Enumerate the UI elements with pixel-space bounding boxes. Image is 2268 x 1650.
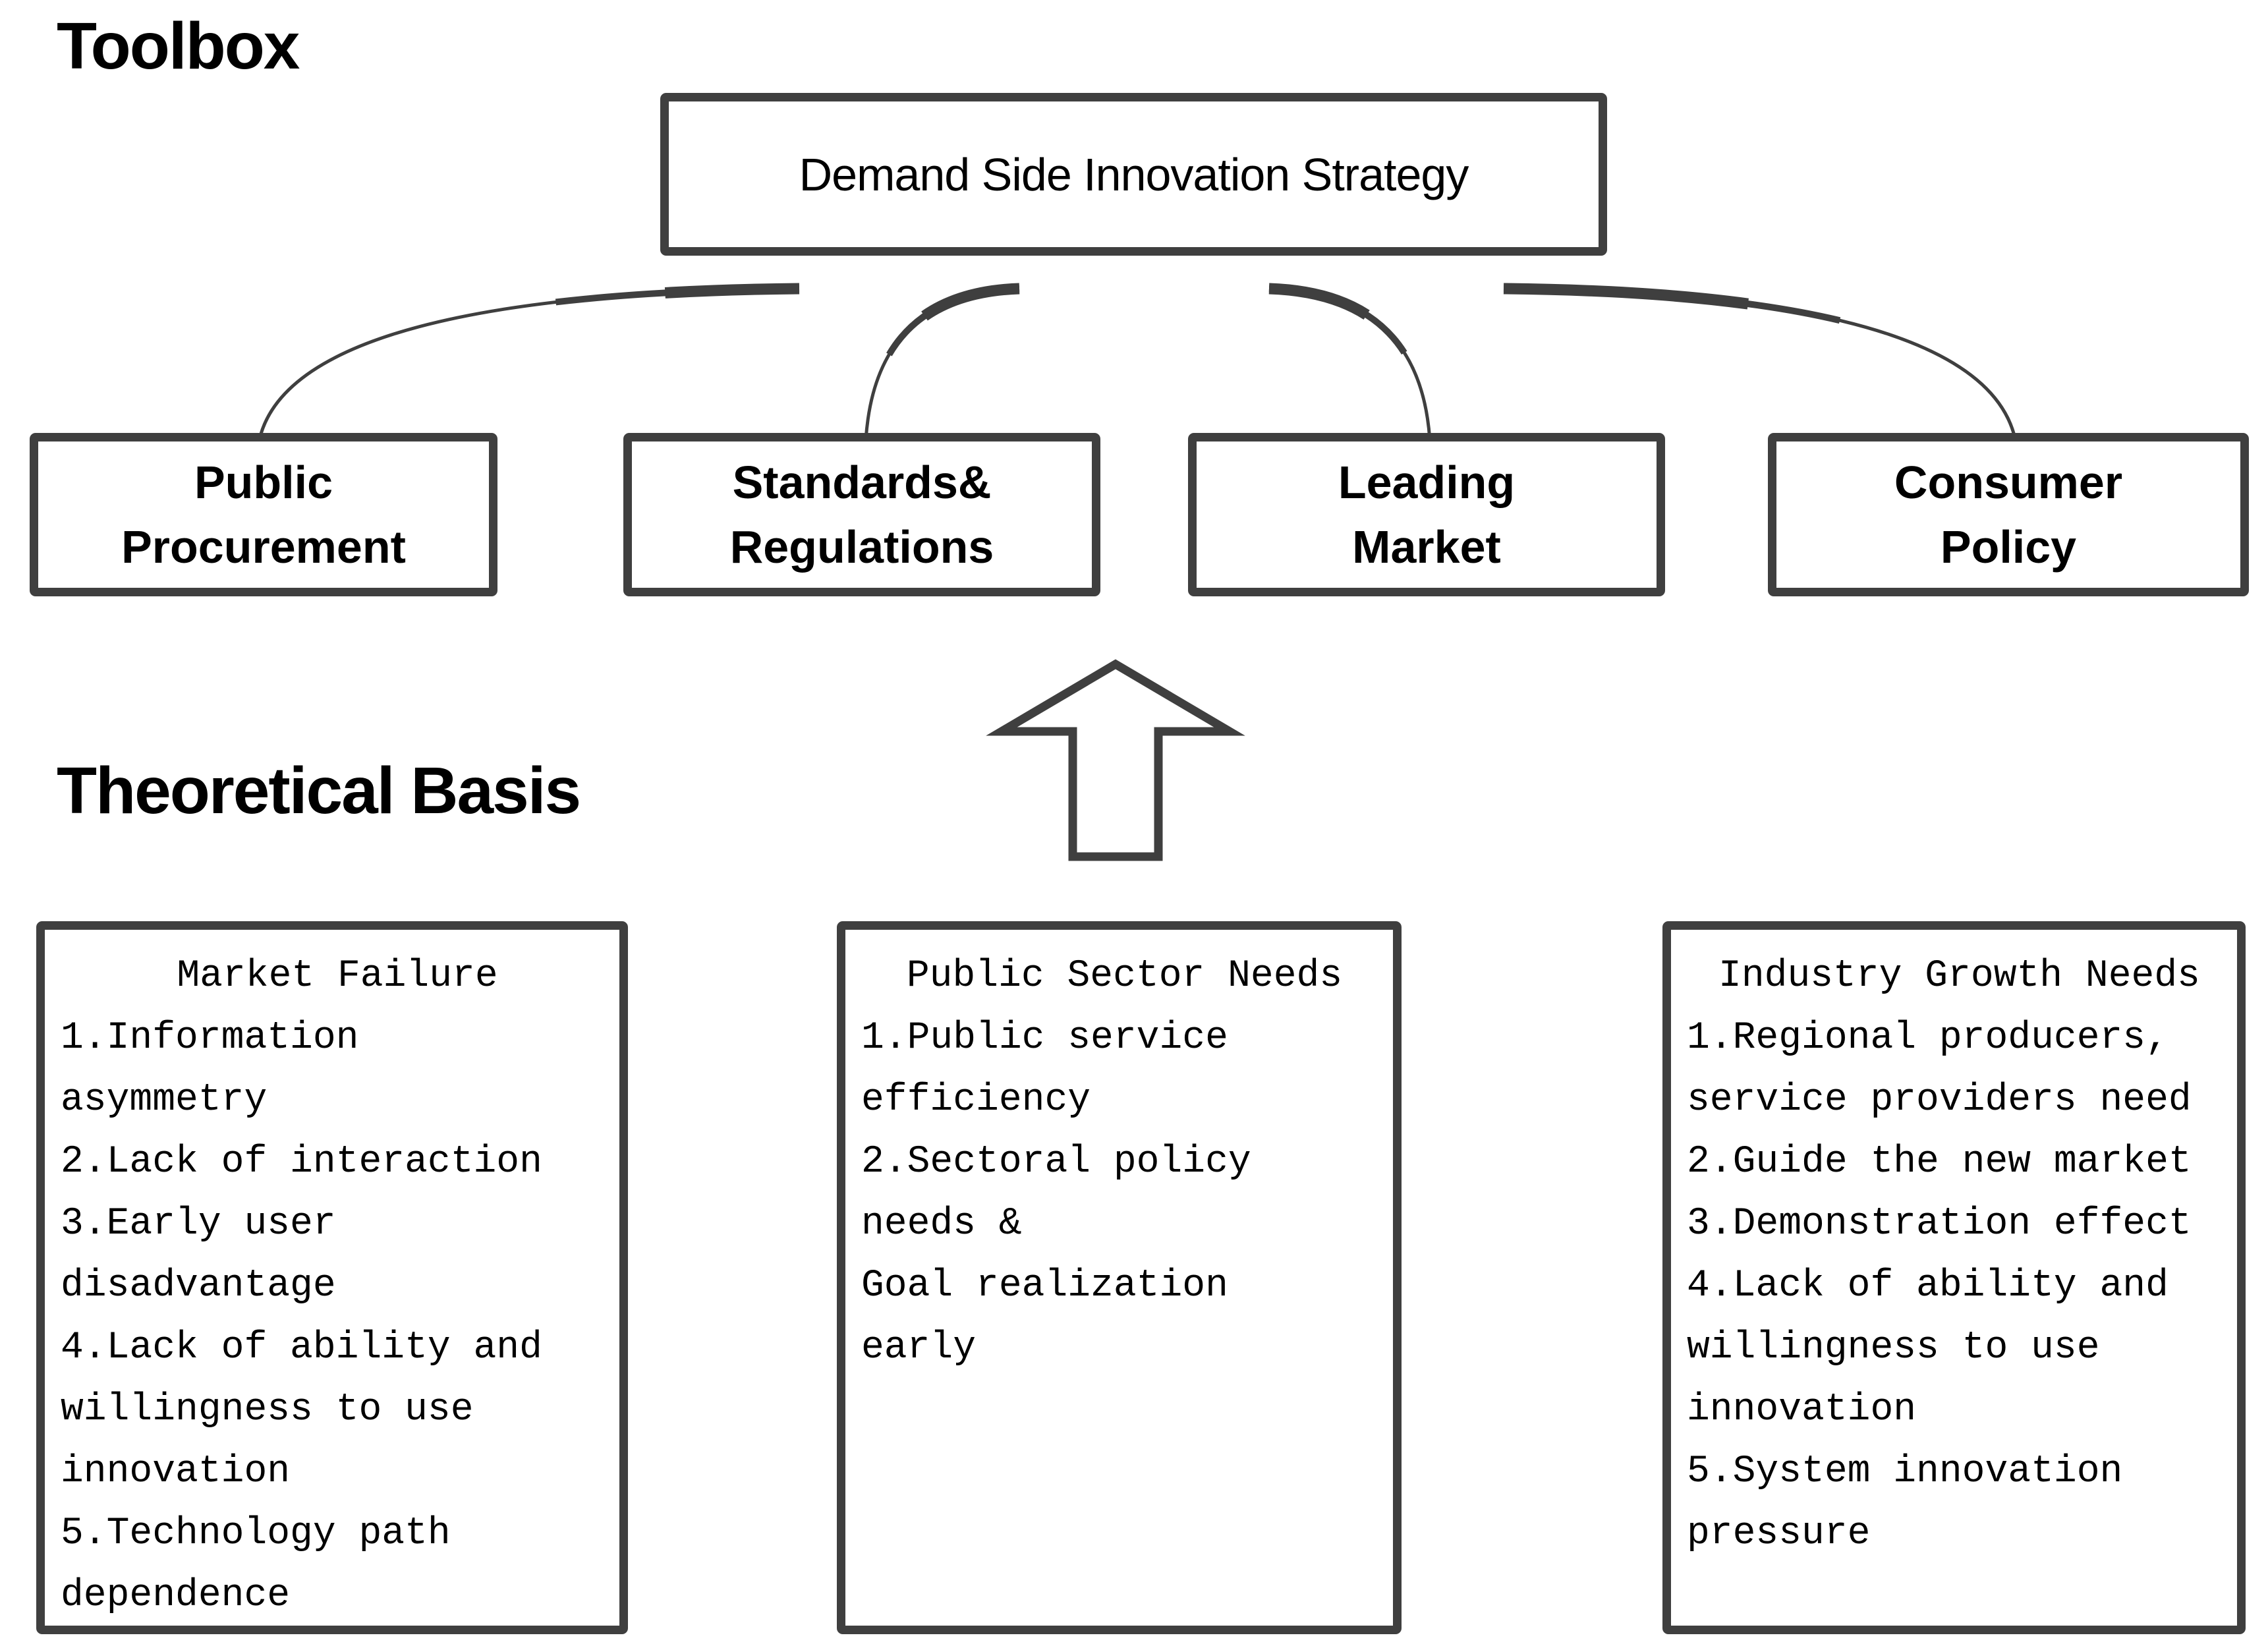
tool-box-leading-market: Leading Market [1188,433,1665,596]
tool-box-label: Leading Market [1338,457,1516,573]
theory-box-body: 1.Regional producers, service providers … [1687,1017,2192,1555]
theory-box-title: Market Failure [177,955,498,998]
theory-box-title: Public Sector Needs [906,955,1343,998]
demand-side-innovation-strategy-box: Demand Side Innovation Strategy [660,93,1607,256]
connector-public-procurement [251,283,800,462]
theoretical-section-title: Theoretical Basis [57,754,581,828]
theory-box-body: 1.Public service efficiency 2.Sectoral p… [861,1017,1251,1369]
up-arrow [986,659,1245,861]
theory-box-industry-growth-needs: Industry Growth Needs 1.Regional produce… [1662,921,2246,1634]
tool-box-consumer-policy: Consumer Policy [1768,433,2249,596]
tool-box-label: Standards& Regulations [729,457,994,573]
tool-box-label: Consumer Policy [1894,457,2123,573]
connector-leading-market [1268,283,1436,462]
strategy-box-label: Demand Side Innovation Strategy [799,148,1469,200]
tool-box-label: Public Procurement [121,457,406,573]
connector-standards-regulations [859,283,1020,462]
toolbox-section-title: Toolbox [57,9,300,83]
theory-box-title: Industry Growth Needs [1718,955,2200,998]
connector-consumer-policy [1503,283,2024,462]
theory-box-body: 1.Information asymmetry 2.Lack of intera… [61,1017,542,1617]
theory-box-public-sector-needs: Public Sector Needs 1.Public service eff… [837,921,1402,1634]
theory-box-market-failure: Market Failure 1.Information asymmetry 2… [36,921,628,1634]
tool-box-standards-regulations: Standards& Regulations [623,433,1100,596]
tool-box-public-procurement: Public Procurement [30,433,497,596]
